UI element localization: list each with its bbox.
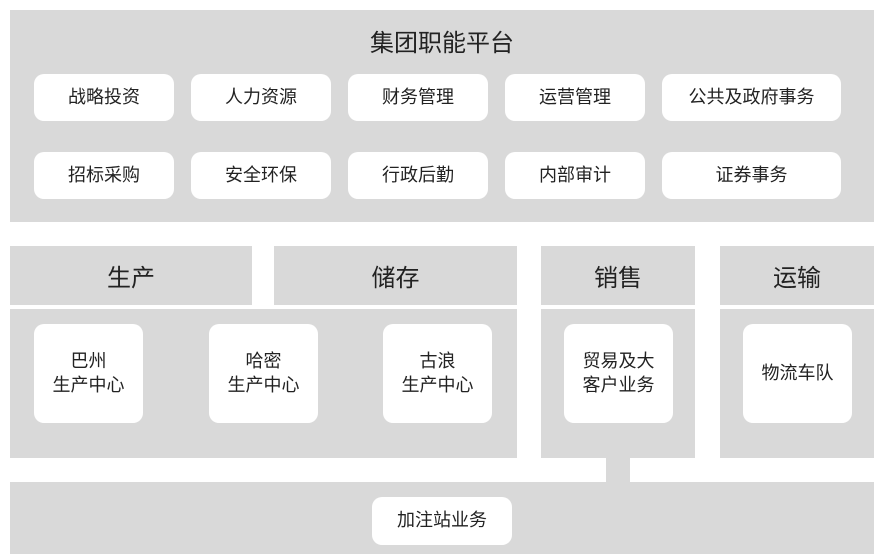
center-name: 古浪	[419, 350, 456, 372]
production-center-bazhou: 巴州 生产中心	[34, 324, 143, 423]
storage-header	[274, 246, 517, 305]
sales-title: 销售	[594, 264, 642, 292]
group-platform-title: 集团职能平台	[370, 28, 514, 57]
function-internal-audit: 内部审计	[505, 152, 645, 199]
gas-station-business: 加注站业务	[372, 497, 512, 545]
production-header	[10, 246, 252, 305]
function-operations-management: 运营管理	[505, 74, 645, 121]
function-securities-affairs: 证券事务	[662, 152, 841, 199]
function-safety-environment: 安全环保	[191, 152, 331, 199]
production-center-gulang: 古浪 生产中心	[383, 324, 492, 423]
function-strategic-investment: 战略投资	[34, 74, 174, 121]
transport-title: 运输	[773, 264, 821, 292]
sales-unit-line1: 贸易及大	[582, 350, 655, 372]
sales-to-gas-station-connector	[606, 458, 630, 482]
center-name: 哈密	[245, 350, 282, 372]
function-public-government-affairs: 公共及政府事务	[662, 74, 841, 121]
sales-unit-line2: 客户业务	[582, 374, 655, 396]
function-financial-management: 财务管理	[348, 74, 488, 121]
center-type: 生产中心	[52, 374, 125, 396]
transport-logistics-fleet: 物流车队	[743, 324, 852, 423]
transport-header	[720, 246, 874, 305]
production-center-hami: 哈密 生产中心	[209, 324, 318, 423]
center-name: 巴州	[70, 350, 107, 372]
sales-header	[541, 246, 695, 305]
center-type: 生产中心	[227, 374, 300, 396]
function-administration: 行政后勤	[348, 152, 488, 199]
function-human-resources: 人力资源	[191, 74, 331, 121]
production-title: 生产	[107, 264, 155, 292]
center-type: 生产中心	[401, 374, 474, 396]
function-procurement: 招标采购	[34, 152, 174, 199]
sales-trade-key-accounts: 贸易及大 客户业务	[564, 324, 673, 423]
storage-title: 储存	[371, 264, 420, 292]
